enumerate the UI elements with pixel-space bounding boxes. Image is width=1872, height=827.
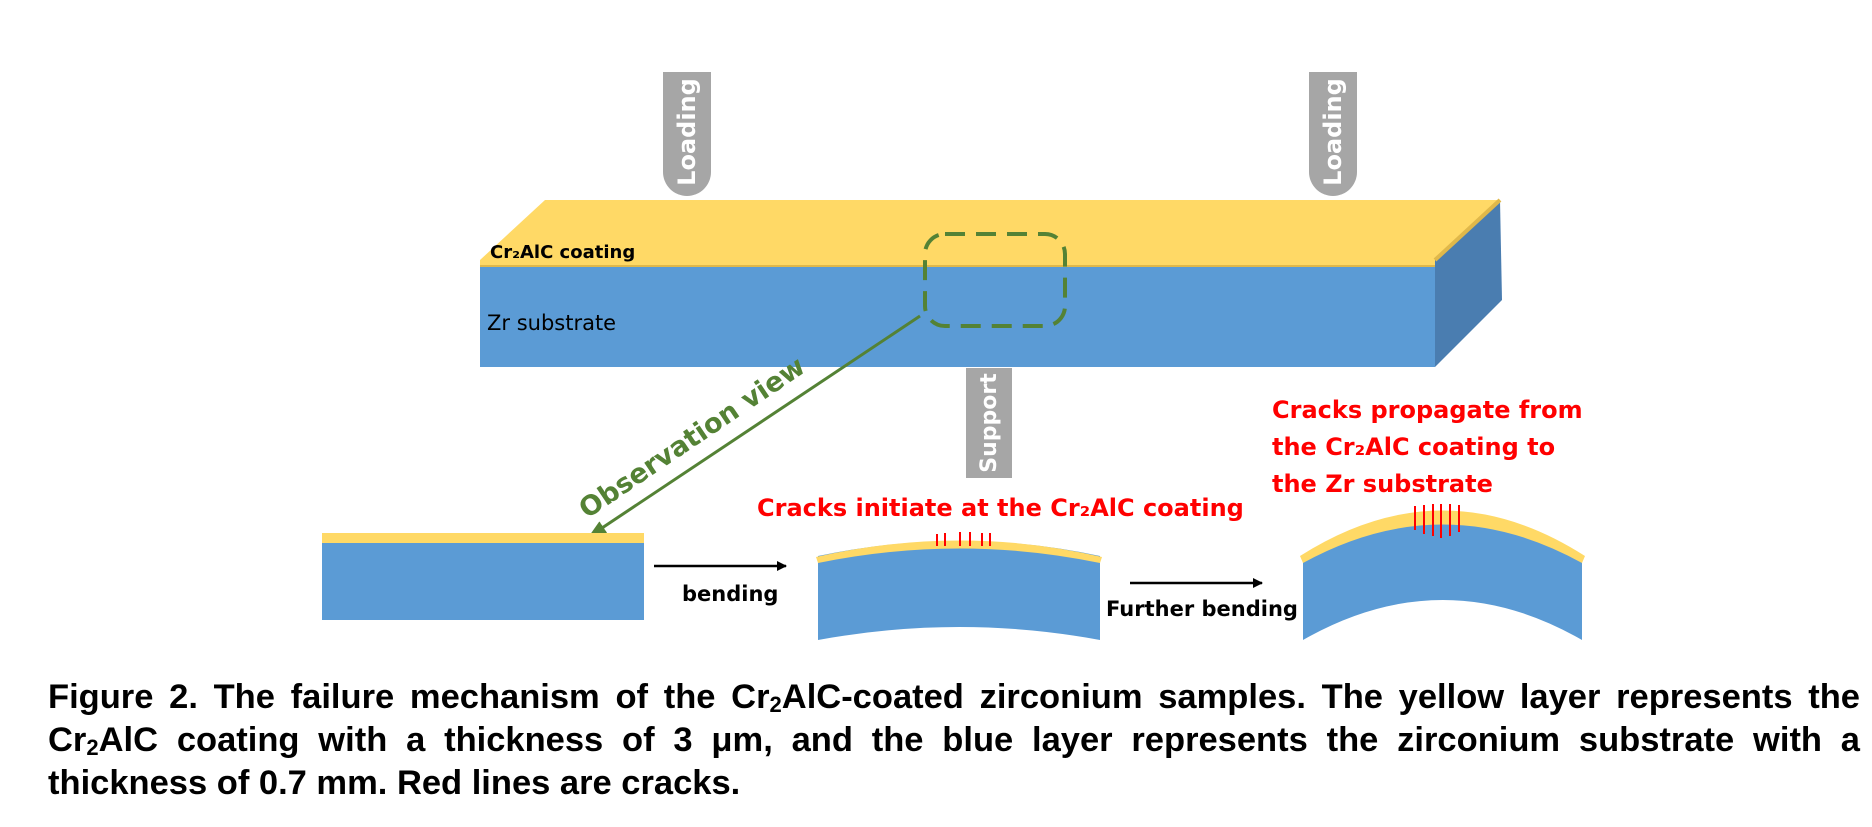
loading-label-right: Loading: [1319, 78, 1347, 186]
failure-mechanism-diagram: Loading Loading Cr₂AlC coating Zr substr…: [322, 72, 1585, 640]
caption-prefix: Figure 2. The failure mechanism of the C…: [48, 678, 770, 716]
coating-front-edge: [480, 260, 1435, 267]
cracks-initiate-label: Cracks initiate at the Cr₂AlC coating: [757, 494, 1244, 522]
substrate-label: Zr substrate: [487, 311, 616, 335]
support: Support: [966, 368, 1012, 478]
substrate-side-face: [1435, 200, 1502, 367]
caption-sub-1: 2: [769, 692, 782, 717]
loading-indenter-right: Loading: [1309, 72, 1357, 196]
coating-top-face: [480, 200, 1500, 260]
observation-arrow: [588, 314, 921, 538]
cracks-propagate-line2: the Cr₂AlC coating to: [1272, 433, 1555, 461]
flat-sample: [322, 533, 644, 620]
caption-mid: AlC-coated zirconium samples. The yellow…: [48, 678, 1860, 759]
bent-sample: [816, 532, 1102, 640]
further-bending-label: Further bending: [1106, 597, 1298, 621]
figure-caption: Figure 2. The failure mechanism of the C…: [48, 676, 1860, 805]
bending-label: bending: [682, 582, 778, 606]
further-bent-sample: [1300, 504, 1585, 640]
caption-sub-2: 2: [86, 735, 99, 760]
caption-rest: AlC coating with a thickness of 3 μm, an…: [48, 721, 1860, 802]
loading-indenter-left: Loading: [663, 72, 711, 196]
support-label: Support: [977, 373, 1002, 473]
sample-beam: Cr₂AlC coating Zr substrate: [480, 198, 1502, 367]
substrate-front-face: [480, 267, 1435, 367]
cracks-propagate-line1: Cracks propagate from: [1272, 396, 1583, 424]
cracks-propagate-line3: the Zr substrate: [1272, 470, 1493, 498]
observation-region: [923, 232, 1067, 328]
loading-label-left: Loading: [673, 78, 701, 186]
coating-label: Cr₂AlC coating: [490, 242, 635, 263]
